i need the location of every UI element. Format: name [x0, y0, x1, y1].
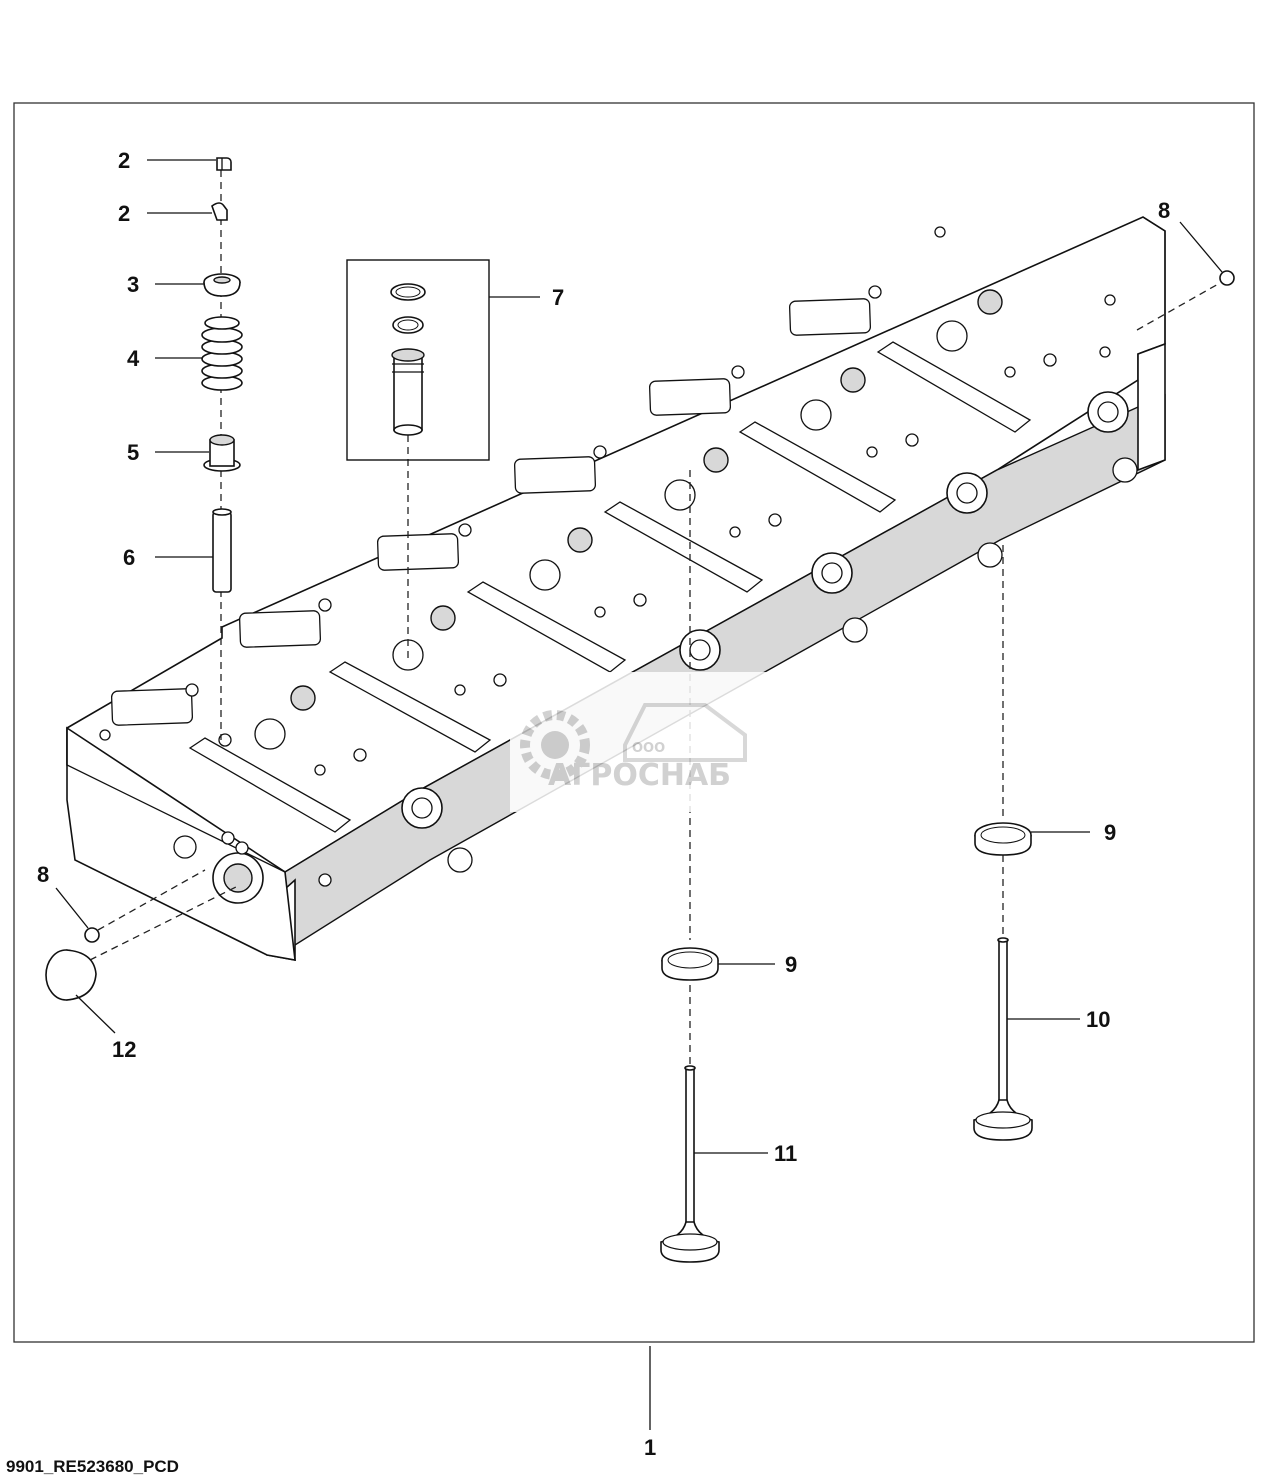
callout-10: 10 [1086, 1007, 1110, 1032]
injector-sleeve-kit [346, 259, 490, 461]
diagram-frame [13, 102, 1255, 1343]
callout-12: 12 [112, 1037, 136, 1062]
intake-valve [660, 1065, 720, 1263]
leader-lines [55, 159, 1223, 1430]
seat-insert-right [974, 822, 1032, 856]
callout-4: 4 [127, 346, 140, 371]
callout-2-lower: 2 [118, 201, 130, 226]
valve-guide [212, 508, 232, 593]
callout-6: 6 [123, 545, 135, 570]
valve-spring [201, 316, 243, 391]
callout-5: 5 [127, 440, 139, 465]
callout-9-center: 9 [785, 952, 797, 977]
watermark-brand: АГРОСНАБ [548, 758, 731, 793]
callout-9-right: 9 [1104, 820, 1116, 845]
callout-8-right: 8 [1158, 198, 1170, 223]
retainer-lower [211, 202, 228, 221]
callout-8-left: 8 [37, 862, 49, 887]
watermark-prefix: ООО [632, 741, 665, 756]
valve-seal [203, 434, 241, 472]
watermark-logo: ООО АГРОСНАБ [510, 672, 770, 812]
bolt-holes [99, 226, 1116, 776]
plug-right [1219, 270, 1235, 286]
callout-3: 3 [127, 272, 139, 297]
callout-1: 1 [644, 1435, 656, 1460]
seat-insert-center [661, 947, 719, 981]
spring-cap [203, 273, 241, 297]
callout-7: 7 [552, 285, 564, 310]
plug-left [84, 927, 100, 943]
callout-2-upper: 2 [118, 148, 130, 173]
cylinder-head [66, 216, 1166, 961]
cup-plug [45, 949, 97, 1001]
callout-11: 11 [774, 1141, 797, 1166]
exhaust-valve [973, 937, 1033, 1141]
drawing-id: 9901_RE523680_PCD [6, 1457, 179, 1476]
side-bosses [401, 391, 1138, 873]
retainer-upper [216, 157, 232, 171]
